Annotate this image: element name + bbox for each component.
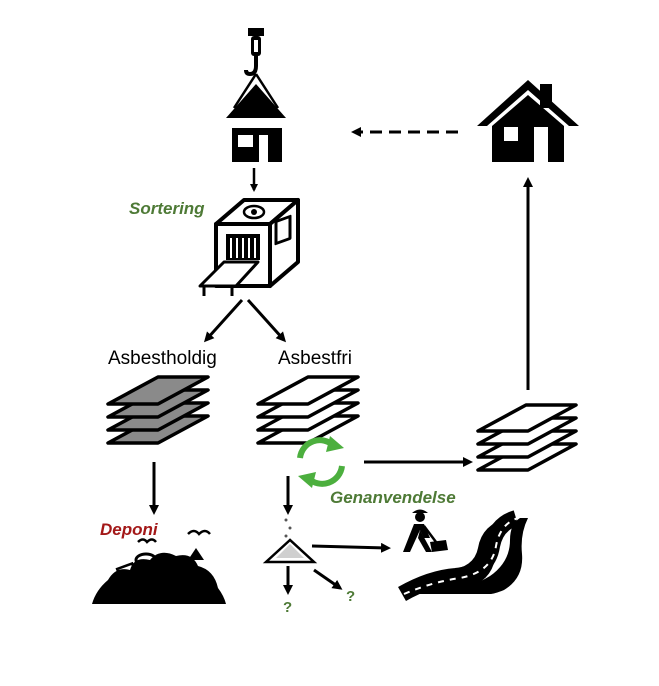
unknown-outcome-right: ? — [346, 588, 356, 605]
deponi-label: Deponi — [100, 520, 158, 539]
unknown-outcome-down: ? — [283, 599, 293, 616]
to-asbestholdig-arrow — [203, 298, 244, 343]
pile-to-road-arrow — [311, 542, 391, 553]
crane-hook-icon — [232, 28, 280, 109]
to-asbestfri-arrow — [246, 298, 287, 343]
clean-stack-icon — [256, 375, 360, 445]
genanvendelse-label: Genanvendelse — [330, 488, 456, 507]
pile-to-unknown-right-arrow — [313, 568, 343, 590]
recycle-icon — [297, 436, 345, 488]
recycled-stack-icon — [476, 403, 578, 472]
road-worker-icon — [403, 509, 448, 552]
demolition-house-icon — [226, 84, 286, 162]
asbestholdig-label: Asbestholdig — [108, 348, 217, 369]
house-icon — [477, 80, 579, 162]
road-icon — [398, 510, 528, 602]
crushed-pile-icon — [262, 518, 318, 564]
landfill-icon — [92, 529, 226, 604]
asbestos-stack-icon — [106, 375, 210, 445]
sorting-machine-icon — [198, 198, 300, 296]
sortering-label: Sortering — [129, 199, 205, 218]
asbestfri-label: Asbestfri — [278, 348, 352, 369]
